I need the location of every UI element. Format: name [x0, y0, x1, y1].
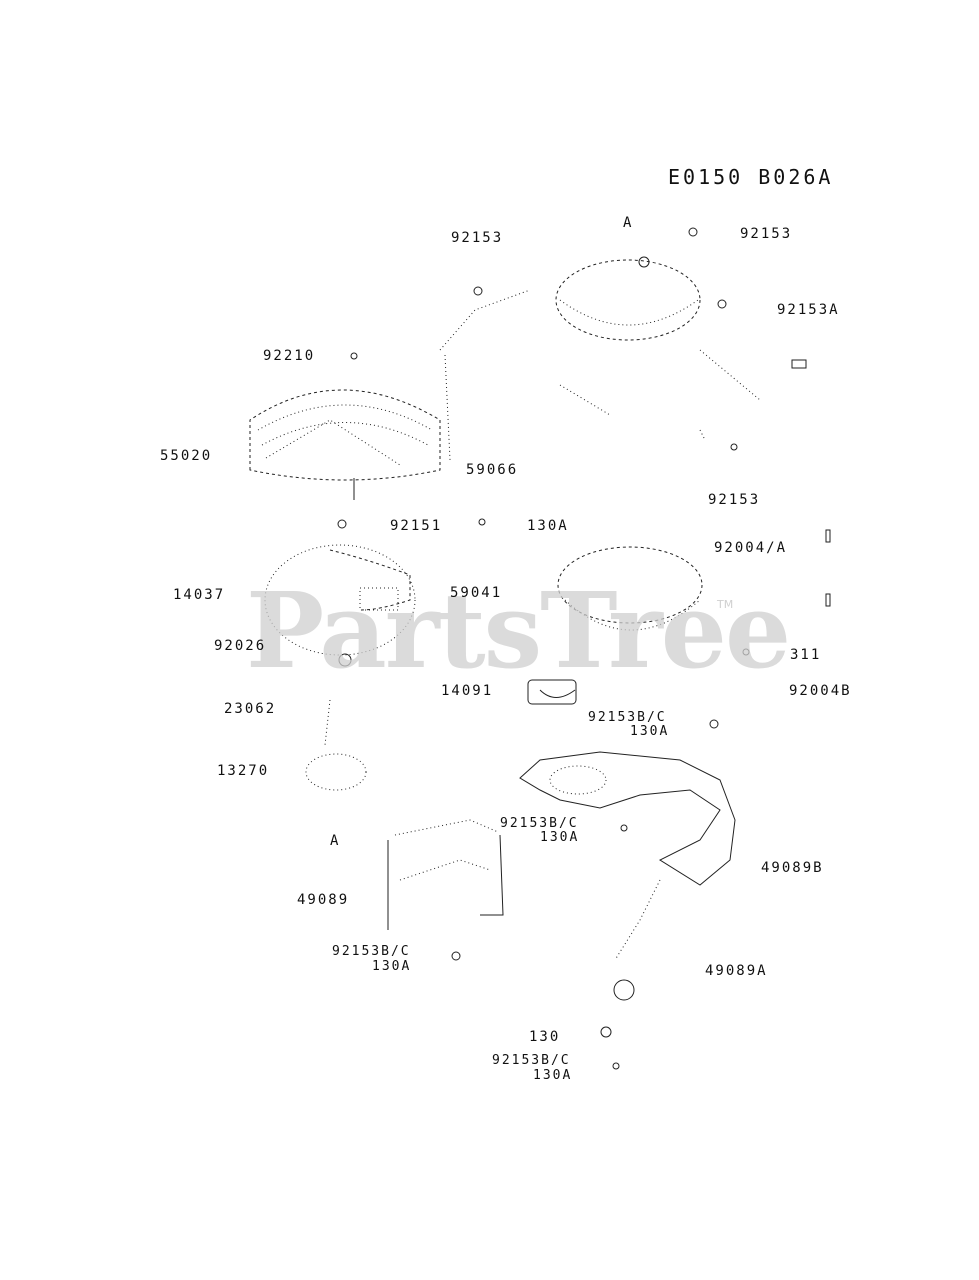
parts-tree-watermark: PartsTree: [246, 569, 791, 692]
label-49089b[interactable]: 49089B: [761, 860, 824, 876]
label-130a-mid[interactable]: 130A: [527, 518, 569, 534]
bracket-part: [387, 819, 628, 961]
label-23062[interactable]: 23062: [224, 701, 277, 717]
label-49089[interactable]: 49089: [297, 892, 350, 908]
label-92210[interactable]: 92210: [263, 348, 316, 364]
label-92151[interactable]: 92151: [390, 518, 443, 534]
label-130a-1[interactable]: 130A: [630, 724, 670, 739]
bowl-cover-part: [478, 518, 831, 729]
top-cover-part: [439, 227, 807, 461]
label-14091[interactable]: 14091: [441, 683, 494, 699]
label-92153a[interactable]: 92153A: [777, 302, 840, 318]
label-92153bc-4[interactable]: 92153B/C: [492, 1053, 571, 1068]
label-55020[interactable]: 55020: [160, 448, 213, 464]
label-92153-top-right[interactable]: 92153: [740, 226, 793, 242]
label-130[interactable]: 130: [529, 1029, 561, 1045]
label-92004b[interactable]: 92004B: [789, 683, 852, 699]
label-92153bc-3[interactable]: 92153B/C: [332, 944, 411, 959]
label-92153-mid[interactable]: 92153: [708, 492, 761, 508]
trademark-mark: TM: [717, 598, 734, 611]
label-a-mid: A: [330, 833, 341, 849]
label-92153-top-left[interactable]: 92153: [451, 230, 504, 246]
label-49089a[interactable]: 49089A: [705, 963, 768, 979]
label-130a-4[interactable]: 130A: [533, 1068, 573, 1083]
label-a-top: A: [623, 215, 634, 231]
label-92004a[interactable]: 92004/A: [714, 540, 788, 556]
handle-bracket-part: [519, 751, 736, 1070]
label-13270[interactable]: 13270: [217, 763, 270, 779]
label-59066[interactable]: 59066: [466, 462, 519, 478]
label-130a-2[interactable]: 130A: [540, 830, 580, 845]
label-92026[interactable]: 92026: [214, 638, 267, 654]
label-92153bc-1[interactable]: 92153B/C: [588, 710, 667, 725]
label-59041[interactable]: 59041: [450, 585, 503, 601]
label-311[interactable]: 311: [790, 647, 822, 663]
label-92153bc-2[interactable]: 92153B/C: [500, 816, 579, 831]
air-filter-element-part: [249, 352, 441, 500]
diagram-code: E0150 B026A: [668, 165, 834, 189]
label-14037[interactable]: 14037: [173, 587, 226, 603]
carburetor-part: [264, 519, 416, 791]
label-130a-3[interactable]: 130A: [372, 959, 412, 974]
